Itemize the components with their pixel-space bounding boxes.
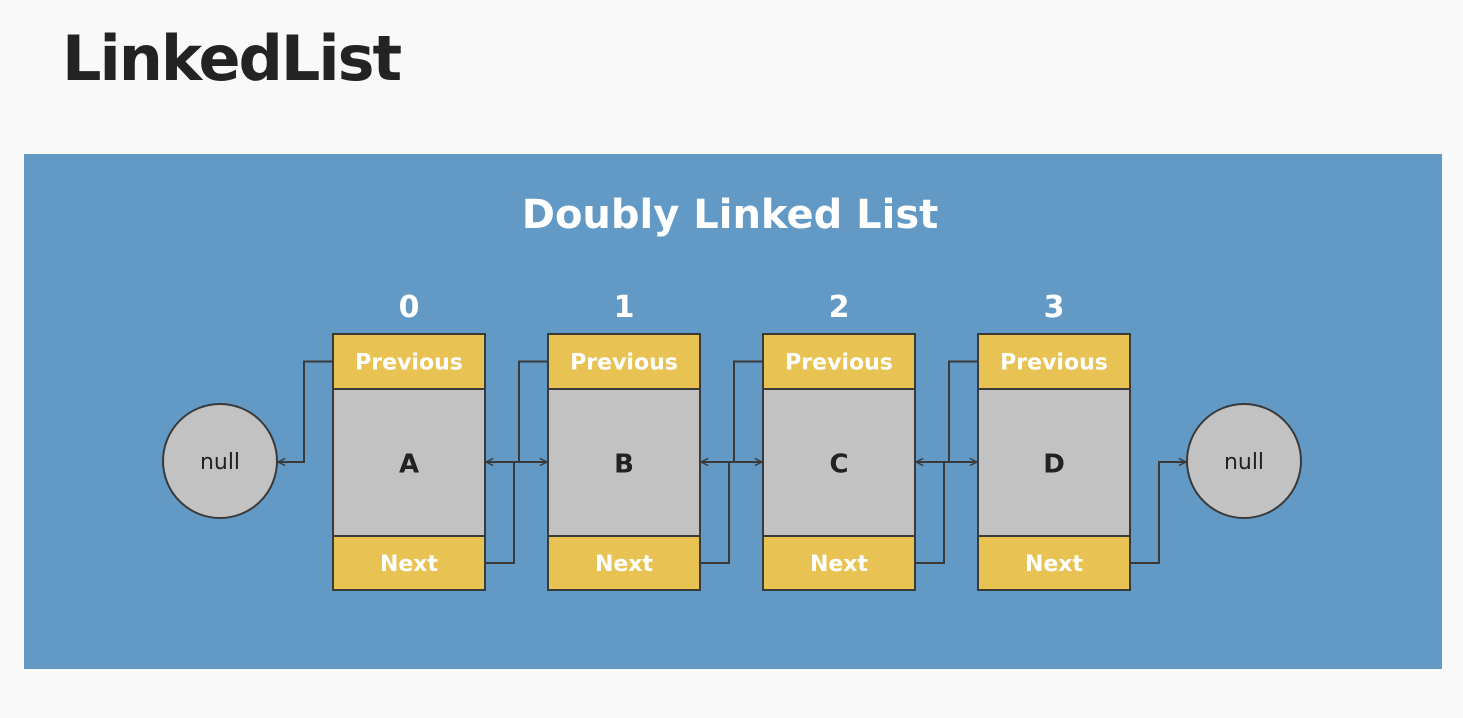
node-index: 2 — [829, 290, 850, 325]
node-index: 0 — [399, 290, 420, 325]
previous-cell — [977, 333, 1131, 390]
next-label: Next — [1025, 552, 1084, 577]
value-cell — [547, 388, 701, 537]
diagram-title: Doubly Linked List — [522, 192, 939, 238]
previous-cell — [762, 333, 916, 390]
previous-pointer-arrow — [486, 360, 548, 463]
page-title: LinkedList — [62, 22, 402, 95]
head-null-label: null — [200, 450, 240, 475]
previous-pointer-arrow — [916, 360, 978, 463]
next-label: Next — [595, 552, 654, 577]
node-value: B — [614, 450, 634, 480]
links-layer — [278, 360, 1186, 564]
node-value: C — [829, 450, 848, 480]
value-cell — [977, 388, 1131, 537]
next-pointer-arrow — [915, 462, 977, 564]
node-index: 1 — [614, 290, 635, 325]
next-pointer-arrow — [1130, 462, 1186, 564]
node-value: A — [399, 450, 419, 480]
tail-null-label: null — [1224, 450, 1264, 475]
previous-label: Previous — [570, 351, 678, 376]
value-cell — [762, 388, 916, 537]
previous-label: Previous — [355, 351, 463, 376]
head-null-circle — [162, 403, 278, 519]
tail-null-circle — [1186, 403, 1302, 519]
next-cell — [762, 535, 916, 591]
next-cell — [547, 535, 701, 591]
next-pointer-arrow — [485, 462, 547, 564]
head-null: null — [162, 403, 278, 519]
next-label: Next — [380, 552, 439, 577]
value-cell — [332, 388, 486, 537]
previous-pointer-arrow — [278, 360, 333, 463]
next-cell — [977, 535, 1131, 591]
previous-label: Previous — [1000, 351, 1108, 376]
next-pointer-arrow — [700, 462, 762, 564]
next-label: Next — [810, 552, 869, 577]
previous-label: Previous — [785, 351, 893, 376]
tail-null: null — [1186, 403, 1302, 519]
node-value: D — [1043, 450, 1065, 480]
previous-pointer-arrow — [701, 360, 763, 463]
node-index: 3 — [1044, 290, 1065, 325]
